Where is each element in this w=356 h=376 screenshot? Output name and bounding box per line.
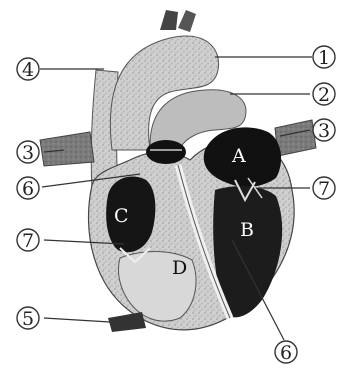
callout-4-label: 4 xyxy=(22,59,34,81)
callout-1: 1 xyxy=(313,46,335,69)
callout-6-left: 6 xyxy=(17,177,39,200)
callout-5: 5 xyxy=(17,307,39,330)
callout-4: 4 xyxy=(17,58,39,81)
callout-7-right: 7 xyxy=(313,177,335,200)
inferior-vena-cava xyxy=(108,312,146,332)
pulmonary-veins-left xyxy=(40,132,94,166)
chamber-label-b: B xyxy=(240,219,254,241)
callout-7-left: 7 xyxy=(17,229,39,252)
chamber-label-d: D xyxy=(172,257,187,279)
chamber-label-a: A xyxy=(231,145,246,167)
callout-2-label: 2 xyxy=(318,84,330,106)
callout-3-right-label: 3 xyxy=(318,120,330,142)
callout-3-left: 3 xyxy=(17,141,39,164)
callout-6-bottom-label: 6 xyxy=(280,342,292,364)
callout-6-bottom: 6 xyxy=(275,341,297,364)
callout-7-right-label: 7 xyxy=(318,178,330,200)
callout-3-left-label: 3 xyxy=(22,142,34,164)
callout-2: 2 xyxy=(313,83,335,106)
aortic-valve xyxy=(146,140,186,164)
callout-5-label: 5 xyxy=(22,308,34,330)
chamber-label-c: C xyxy=(114,205,129,227)
callout-6-left-label: 6 xyxy=(22,178,34,200)
callout-3-right: 3 xyxy=(313,119,335,142)
callout-1-label: 1 xyxy=(318,47,330,69)
pulmonary-veins-right xyxy=(275,120,316,156)
callout-7-left-label: 7 xyxy=(22,230,34,252)
